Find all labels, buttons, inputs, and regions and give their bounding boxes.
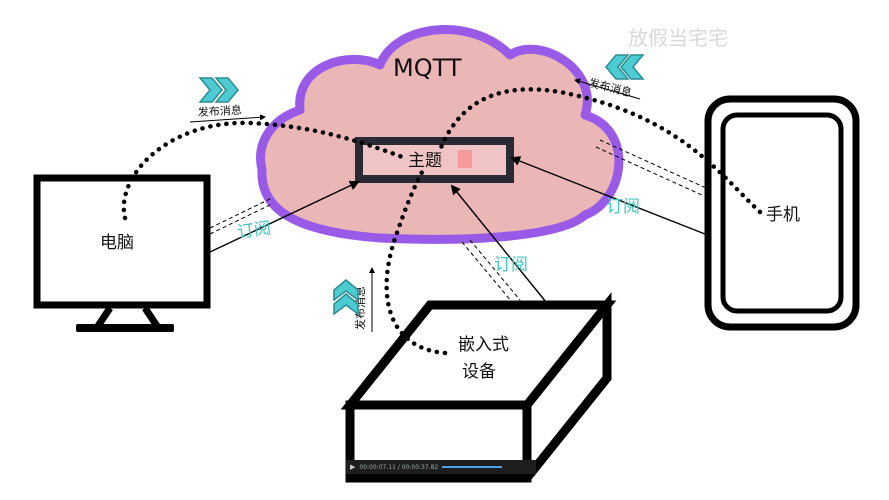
topic-box xyxy=(355,137,514,183)
publish-arrow-computer xyxy=(189,114,266,123)
computer-label: 电脑 xyxy=(100,233,134,253)
publish-arrow-phone xyxy=(574,78,641,100)
publish-path-computer xyxy=(121,120,408,221)
play-icon[interactable]: ▶ xyxy=(350,463,356,471)
computer-screen xyxy=(33,174,211,309)
double-chevron-left-icon xyxy=(605,54,645,80)
computer-stand xyxy=(95,306,160,328)
subscribe-arrow-phone xyxy=(510,156,711,237)
subscribe-arrow-computer xyxy=(209,180,360,253)
phone-inner xyxy=(720,112,844,314)
topic-highlight xyxy=(458,150,472,168)
subscribe-label-embedded: 订阅 xyxy=(494,255,528,275)
publish-label-computer: 发布消息 xyxy=(197,103,242,119)
mqtt-label: MQTT xyxy=(393,54,462,82)
subscribe-label-computer: 订阅 xyxy=(236,218,272,243)
dashed-link-phone xyxy=(595,139,707,197)
phone-label: 手机 xyxy=(766,205,800,225)
embedded-label-line2: 设备 xyxy=(462,362,496,382)
subscribe-label-phone: 订阅 xyxy=(606,197,640,217)
subscribe-arrow-embedded xyxy=(450,184,547,303)
embedded-device xyxy=(340,292,617,483)
dashed-link-embedded xyxy=(461,239,521,303)
dashed-link-computer xyxy=(209,197,273,235)
computer-base xyxy=(76,324,174,332)
video-progress[interactable] xyxy=(442,466,503,468)
publish-path-embedded xyxy=(384,169,448,356)
double-chevron-right-icon xyxy=(198,77,239,103)
topic-label: 主题 xyxy=(408,151,442,171)
video-time: 00:00:07.11 / 00:00:37.82 xyxy=(359,463,439,471)
watermark: 放假当宅宅 xyxy=(628,26,728,50)
double-chevron-up-icon xyxy=(333,279,359,316)
publish-path-phone xyxy=(437,87,763,215)
video-control-bar[interactable]: ▶ 00:00:07.11 / 00:00:37.82 xyxy=(346,460,536,474)
embedded-label-line1: 嵌入式 xyxy=(458,335,509,355)
